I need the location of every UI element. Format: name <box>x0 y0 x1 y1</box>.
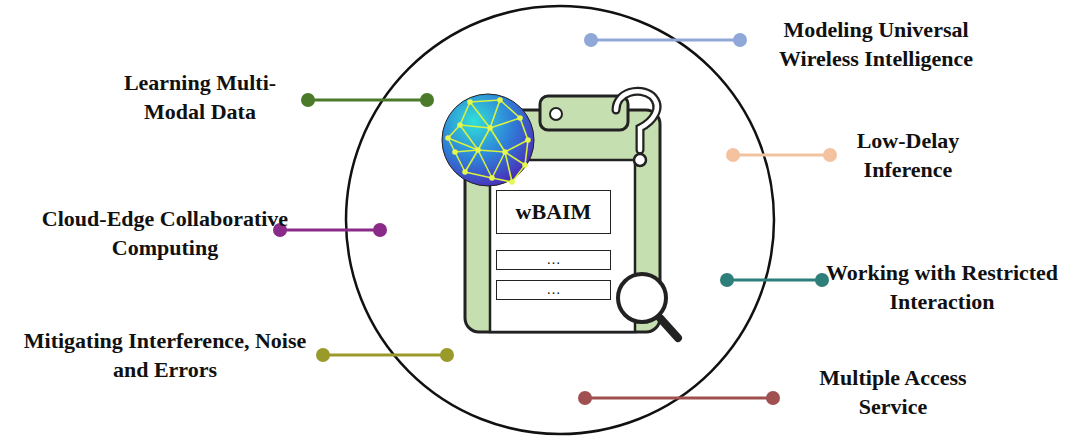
box-text: … <box>547 253 561 267</box>
leader-dot <box>726 148 740 162</box>
mesh-line <box>470 100 500 102</box>
leader-dot <box>373 223 387 237</box>
mesh-vertex <box>497 97 503 103</box>
mesh-line <box>465 150 478 172</box>
mesh-vertex <box>509 179 515 185</box>
leader-dot <box>584 33 598 47</box>
mesh-line <box>505 140 528 152</box>
mesh-line <box>492 178 512 182</box>
mesh-line <box>490 100 500 128</box>
mesh-vertex <box>462 169 468 175</box>
leader-dot <box>420 93 434 107</box>
mesh-vertex <box>475 147 481 153</box>
magnifier-icon <box>618 274 678 338</box>
mesh-line <box>505 152 512 182</box>
box-text: wBAIM <box>516 201 592 223</box>
leader-dot <box>823 148 837 162</box>
mesh-vertex <box>517 115 523 121</box>
mesh-vertex <box>525 137 531 143</box>
mesh-line <box>470 102 490 128</box>
leader-dot <box>301 93 315 107</box>
placeholder-box: … <box>496 280 611 300</box>
mesh-vertex <box>487 125 493 131</box>
feature-label: Modeling Universal Wireless Intelligence <box>741 16 1011 73</box>
leader-line <box>727 279 822 282</box>
mesh-line <box>490 128 505 152</box>
mesh-line <box>500 100 520 118</box>
mesh-line <box>520 118 528 140</box>
mesh-vertex <box>445 135 451 141</box>
leader-line <box>323 354 447 357</box>
mesh-line <box>448 138 478 150</box>
mesh-line <box>478 150 492 178</box>
leader-dot <box>316 348 330 362</box>
globe-icon <box>442 94 534 186</box>
mesh-line <box>455 152 465 172</box>
mesh-line <box>492 152 505 178</box>
feature-label: Low-Delay Inference <box>838 127 978 184</box>
mesh-vertex <box>502 149 508 155</box>
mesh-line <box>490 118 520 128</box>
mesh-vertex <box>452 149 458 155</box>
feature-label: Working with Restricted Interaction <box>810 259 1075 316</box>
mesh-vertex <box>489 175 495 181</box>
mesh-line <box>465 172 492 178</box>
leader-dot <box>766 391 780 405</box>
leader-line <box>733 154 830 157</box>
feature-label: Mitigating Interference, Noise and Error… <box>15 327 315 384</box>
mesh-line <box>478 128 490 150</box>
feature-label: Cloud-Edge Collaborative Computing <box>40 205 290 262</box>
leader-line <box>585 397 773 400</box>
leader-line <box>308 99 427 102</box>
placeholder-box: … <box>496 250 611 270</box>
leader-dot <box>578 391 592 405</box>
mesh-line <box>525 140 528 165</box>
mesh-line <box>455 150 478 152</box>
box-text: … <box>547 283 561 297</box>
feature-label: Learning Multi-Modal Data <box>105 69 295 126</box>
mesh-line <box>512 165 525 182</box>
mesh-vertex <box>522 162 528 168</box>
feature-label: Multiple Access Service <box>793 364 993 421</box>
leader-dot <box>733 33 747 47</box>
mesh-line <box>478 150 505 152</box>
leader-line <box>591 39 740 42</box>
outer-ring <box>346 6 774 434</box>
mesh-line <box>460 102 470 125</box>
mesh-vertex <box>457 122 463 128</box>
leader-dot <box>440 348 454 362</box>
title-box: wBAIM <box>496 190 611 234</box>
leader-dot <box>720 273 734 287</box>
leader-line <box>280 229 380 232</box>
mesh-line <box>460 125 490 128</box>
mesh-vertex <box>467 99 473 105</box>
